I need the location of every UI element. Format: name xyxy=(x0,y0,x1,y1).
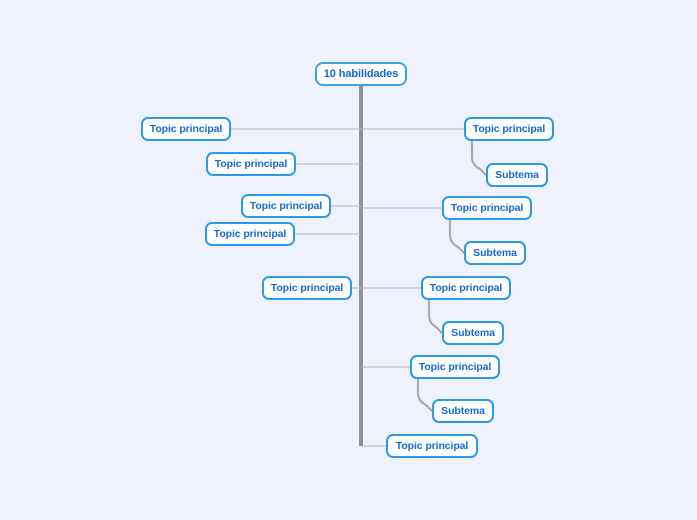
left-topic-node-4[interactable]: Topic principal xyxy=(205,222,295,246)
left-topic-node-5[interactable]: Topic principal xyxy=(262,276,352,300)
root-node[interactable]: 10 habilidades xyxy=(315,62,407,86)
right-topic-node-1[interactable]: Topic principal xyxy=(464,117,554,141)
right-topic-label-2: Topic principal xyxy=(450,202,524,214)
subtema-label-2: Subtema xyxy=(473,247,517,259)
root-node-label: 10 habilidades xyxy=(323,68,399,80)
subtema-node-4[interactable]: Subtema xyxy=(432,399,494,423)
left-topic-node-3[interactable]: Topic principal xyxy=(241,194,331,218)
right-topic-node-3[interactable]: Topic principal xyxy=(421,276,511,300)
subtema-node-1[interactable]: Subtema xyxy=(486,163,548,187)
left-topic-node-2[interactable]: Topic principal xyxy=(206,152,296,176)
left-topic-label-1: Topic principal xyxy=(149,123,223,135)
left-topic-label-3: Topic principal xyxy=(249,200,323,212)
connector-subtema-3 xyxy=(427,298,444,335)
right-topic-node-2[interactable]: Topic principal xyxy=(442,196,532,220)
right-topic-label-3: Topic principal xyxy=(429,282,503,294)
left-topic-node-1[interactable]: Topic principal xyxy=(141,117,231,141)
right-topic-label-4: Topic principal xyxy=(418,361,492,373)
right-topic-node-5[interactable]: Topic principal xyxy=(386,434,478,458)
left-topic-label-4: Topic principal xyxy=(213,228,287,240)
subtema-node-2[interactable]: Subtema xyxy=(464,241,526,265)
connector-subtema-1 xyxy=(470,139,488,177)
right-topic-label-1: Topic principal xyxy=(472,123,546,135)
subtema-label-3: Subtema xyxy=(451,327,495,339)
subtema-label-1: Subtema xyxy=(495,169,539,181)
left-topic-label-5: Topic principal xyxy=(270,282,344,294)
right-topic-label-5: Topic principal xyxy=(395,440,469,452)
connector-subtema-2 xyxy=(448,218,466,255)
right-topic-node-4[interactable]: Topic principal xyxy=(410,355,500,379)
connector-subtema-4 xyxy=(416,377,434,413)
left-topic-label-2: Topic principal xyxy=(214,158,288,170)
subtema-node-3[interactable]: Subtema xyxy=(442,321,504,345)
subtema-label-4: Subtema xyxy=(441,405,485,417)
